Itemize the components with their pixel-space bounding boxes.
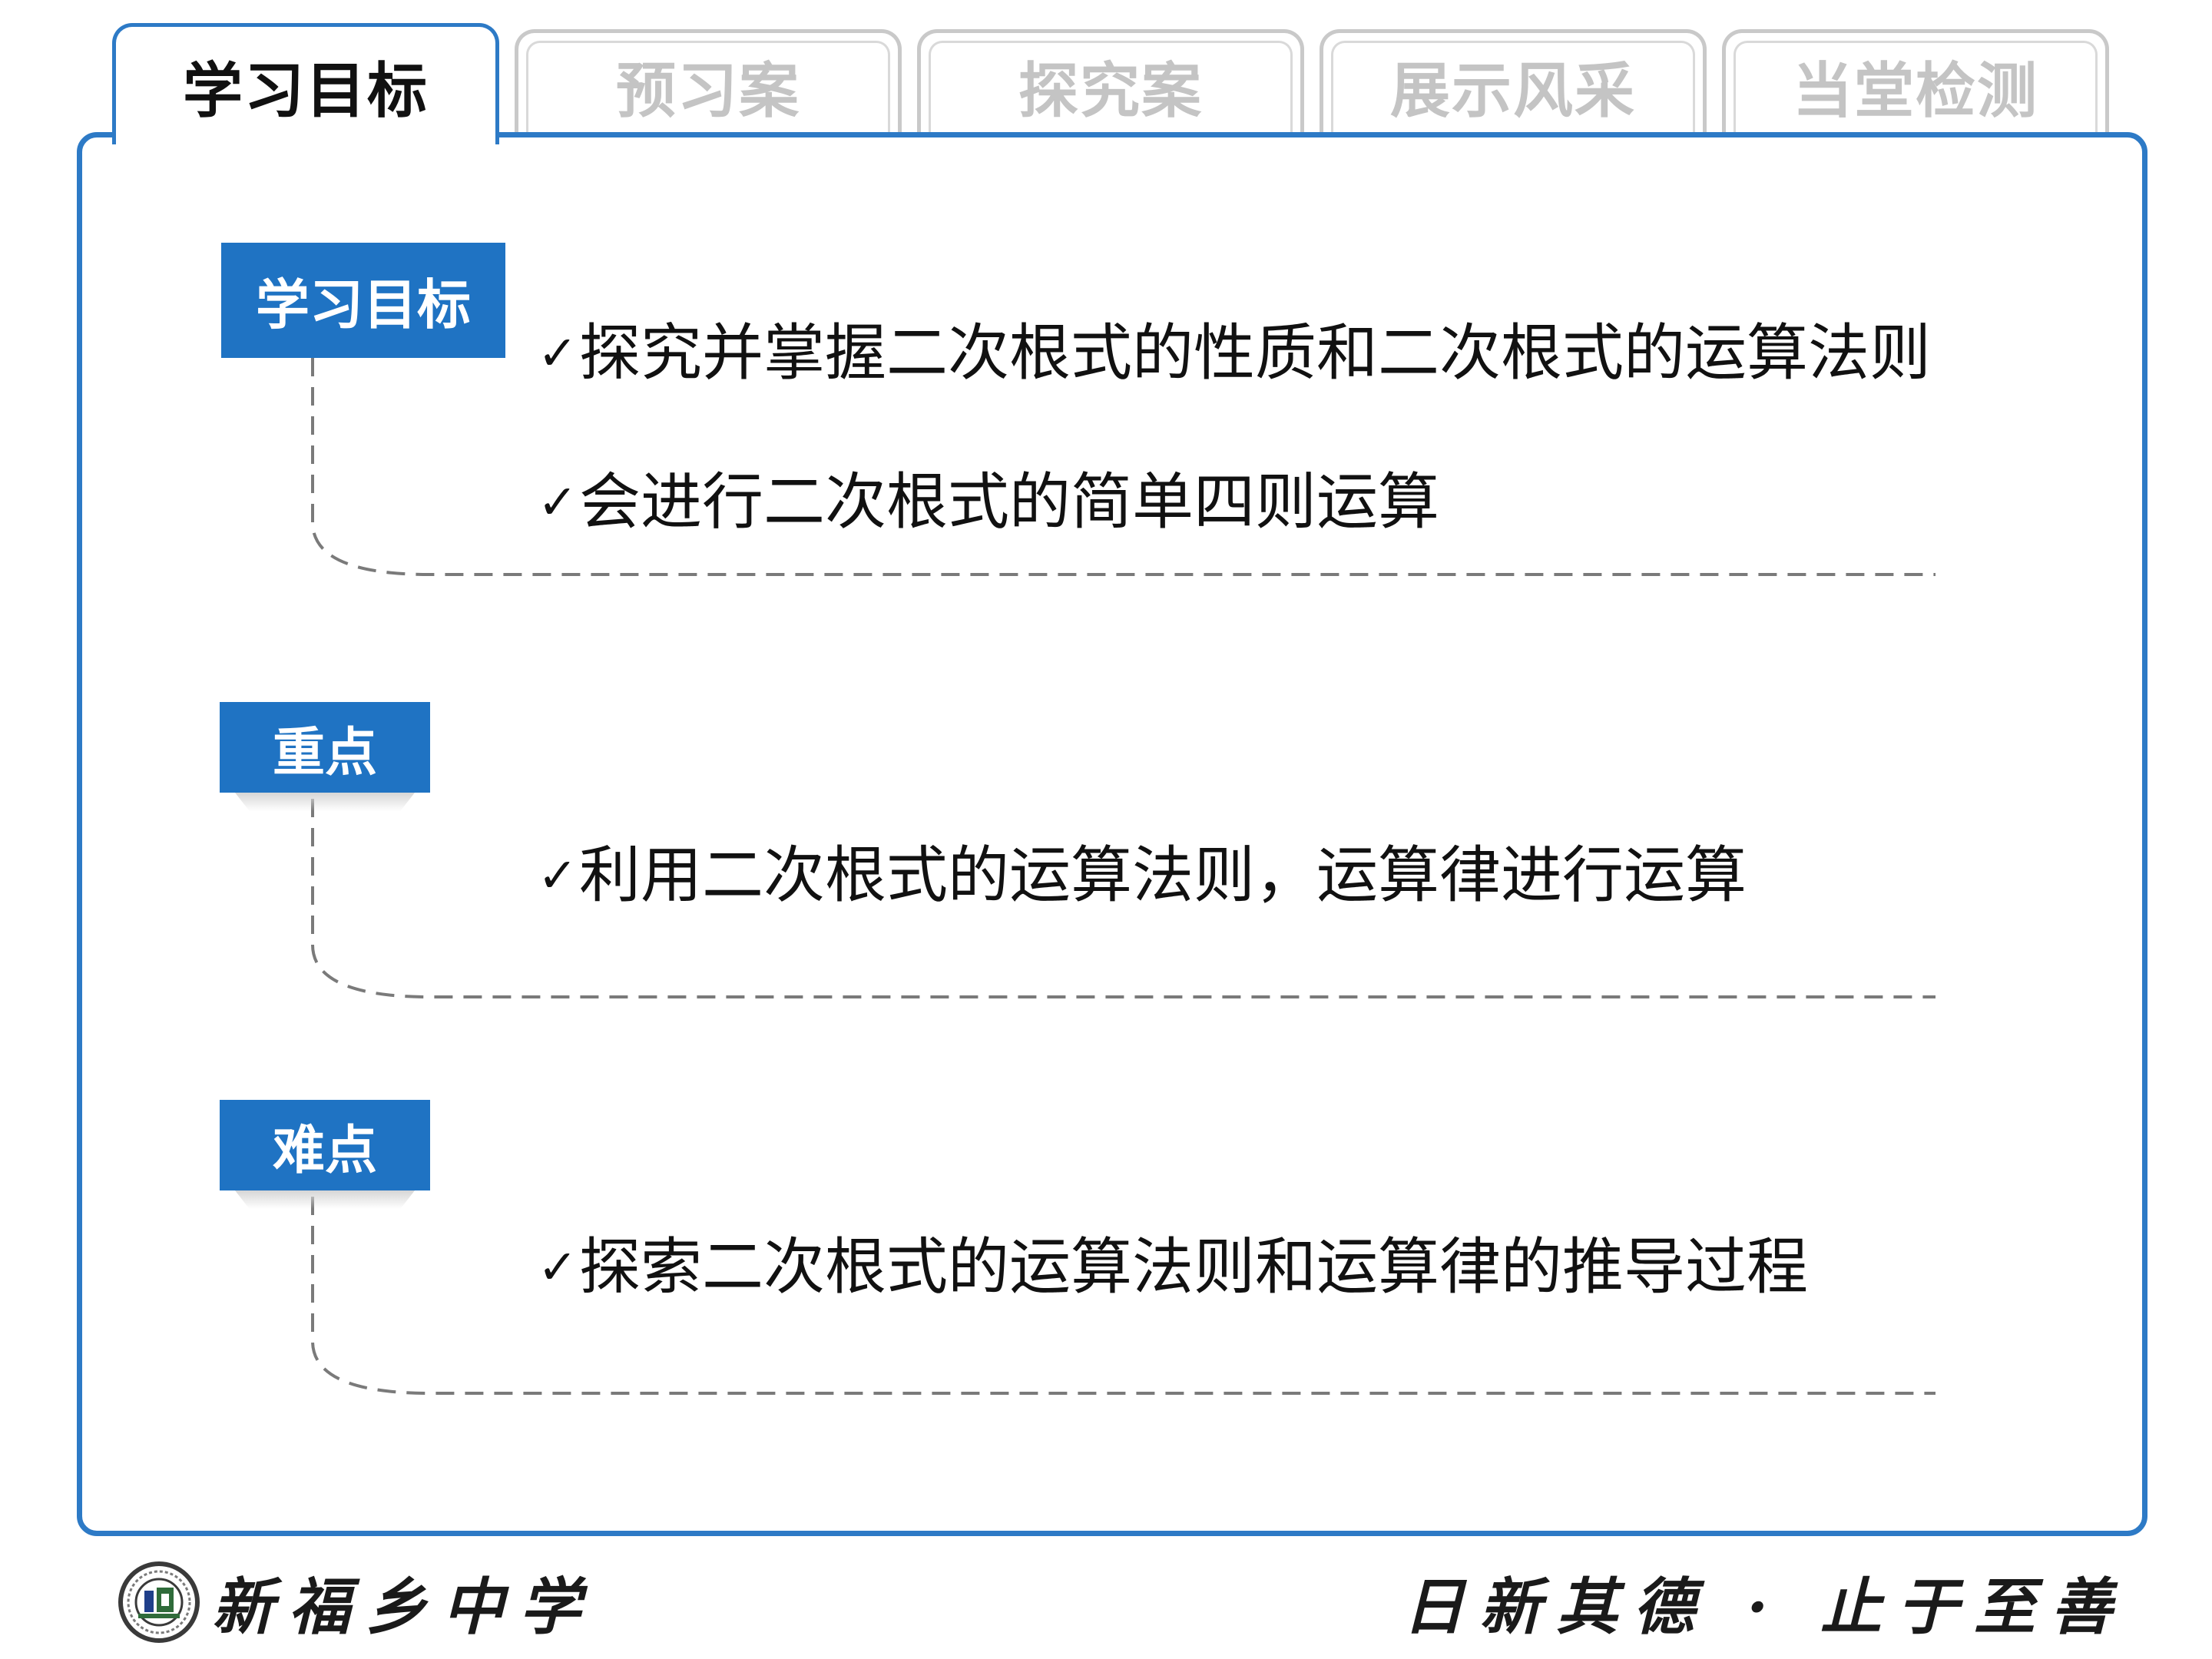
check-icon: ✓ bbox=[538, 1239, 578, 1295]
section-label-key-points: 重点 bbox=[220, 702, 430, 811]
goal-item-1: ✓探究并掌握二次根式的性质和二次根式的运算法则 bbox=[538, 323, 1931, 384]
check-icon: ✓ bbox=[538, 474, 578, 530]
tab-explore[interactable]: 探究案 bbox=[917, 29, 1304, 138]
section-label-goals: 学习目标 bbox=[221, 243, 505, 358]
goal-item-2-text: 会进行二次根式的简单四则运算 bbox=[578, 466, 1439, 538]
difficulty-item-1: ✓探索二次根式的运算法则和运算律的推导过程 bbox=[538, 1237, 1808, 1298]
check-icon: ✓ bbox=[538, 325, 578, 381]
section-label-goals-text: 学习目标 bbox=[256, 273, 471, 336]
key-point-item-1: ✓利用二次根式的运算法则，运算律进行运算 bbox=[538, 845, 1747, 906]
section-label-difficulties: 难点 bbox=[220, 1100, 430, 1209]
label-shadow bbox=[235, 793, 415, 811]
tab-preview[interactable]: 预习案 bbox=[515, 29, 902, 138]
school-motto: 日新其德 · 止于至善 bbox=[1402, 1571, 2128, 1643]
section-label-key-points-text: 重点 bbox=[272, 722, 377, 783]
active-tab-joint bbox=[118, 123, 495, 141]
tab-quiz[interactable]: 当堂检测 bbox=[1722, 29, 2109, 138]
label-shadow bbox=[235, 1190, 415, 1209]
tab-showcase[interactable]: 展示风采 bbox=[1320, 29, 1707, 138]
school-branding: 新福乡中学 bbox=[117, 1561, 596, 1643]
section-label-difficulties-text: 难点 bbox=[272, 1120, 377, 1181]
school-name: 新福乡中学 bbox=[212, 1571, 596, 1643]
tab-bar: 学习目标 预习案 探究案 展示风采 当堂检测 bbox=[112, 23, 2124, 144]
goal-item-1-text: 探究并掌握二次根式的性质和二次根式的运算法则 bbox=[578, 317, 1931, 389]
key-point-item-1-text: 利用二次根式的运算法则，运算律进行运算 bbox=[578, 839, 1747, 911]
difficulty-item-1-text: 探索二次根式的运算法则和运算律的推导过程 bbox=[578, 1231, 1808, 1303]
goal-item-2: ✓会进行二次根式的简单四则运算 bbox=[538, 472, 1439, 533]
check-icon: ✓ bbox=[538, 847, 578, 903]
school-logo-icon bbox=[118, 1561, 200, 1643]
